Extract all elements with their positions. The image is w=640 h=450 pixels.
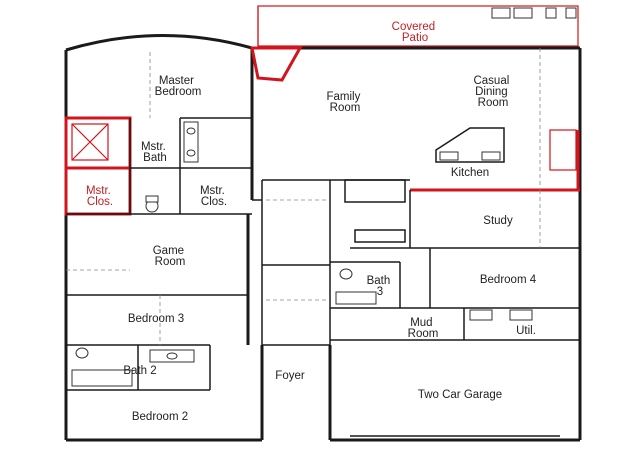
util-label: Util.	[516, 325, 536, 337]
mud-room-label: Mud Room	[408, 317, 439, 340]
interior-walls	[66, 117, 580, 437]
covered-patio-label: Covered Patio	[392, 21, 439, 44]
kitchen-label: Kitchen	[451, 167, 489, 179]
foyer-label: Foyer	[275, 370, 305, 382]
family-room-label: Family Room	[326, 91, 363, 114]
exterior-walls	[64, 34, 582, 442]
master-bedroom-label: Master Bedroom	[155, 75, 202, 98]
covered-patio	[257, 5, 579, 47]
dashed-lines	[66, 48, 541, 345]
highlight-walls	[64, 46, 580, 216]
game-room-label: Game Room	[153, 245, 188, 268]
bath2-label: Bath 2	[123, 365, 156, 377]
bedroom4-label: Bedroom 4	[480, 274, 537, 286]
casual-dining-room-label: Casual Dining Room	[473, 75, 512, 109]
mstr-clos-right-label: Mstr. Clos.	[200, 185, 228, 208]
garage-label: Two Car Garage	[418, 389, 502, 401]
room-labels: Covered Patio Master Bedroom Family Room…	[86, 21, 537, 423]
bath3-label: Bath 3	[367, 275, 394, 298]
study-label: Study	[483, 215, 513, 227]
mstr-clos-left-label: Mstr. Clos.	[86, 185, 114, 208]
mstr-bath-label: Mstr. Bath	[141, 141, 169, 164]
bedroom3-label: Bedroom 3	[128, 313, 184, 325]
bedroom2-label: Bedroom 2	[132, 411, 188, 423]
